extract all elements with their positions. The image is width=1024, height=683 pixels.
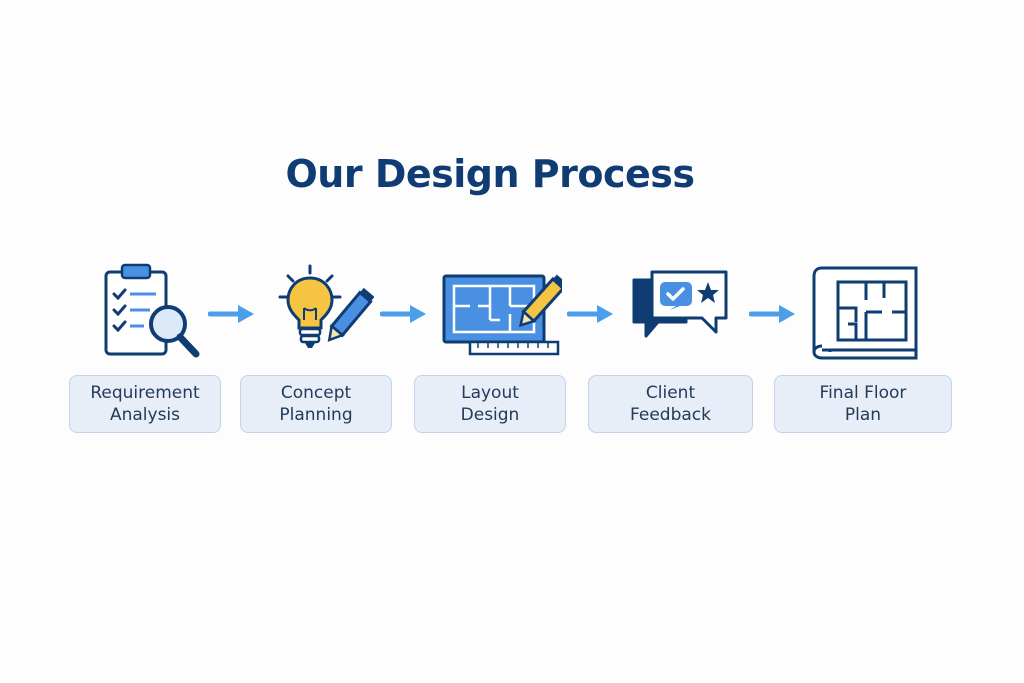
step-concept-planning: Concept Planning xyxy=(240,375,392,433)
step-final-floor-plan: Final Floor Plan xyxy=(774,375,952,433)
step-label-line2: Feedback xyxy=(630,405,711,425)
arrow-right-icon xyxy=(207,302,256,330)
step-label-line1: Concept xyxy=(280,383,352,403)
speech-bubbles-icon xyxy=(628,262,734,362)
step-label-line1: Requirement xyxy=(90,383,200,403)
step-label-line1: Layout xyxy=(461,383,519,403)
step-label-line1: Final Floor xyxy=(819,383,907,403)
step-label-line2: Plan xyxy=(844,405,882,425)
step-layout-design: Layout Design xyxy=(414,375,566,433)
step-client-feedback: Client Feedback xyxy=(588,375,753,433)
step-label-line2: Design xyxy=(460,405,520,425)
arrow-right-icon xyxy=(379,302,428,330)
step-requirement-analysis: Requirement Analysis xyxy=(69,375,221,433)
step-label-line1: Client xyxy=(645,383,696,403)
lightbulb-pencil-icon xyxy=(274,262,374,362)
clipboard-magnifier-icon xyxy=(100,262,210,362)
arrow-right-icon xyxy=(748,302,797,330)
blueprint-pencil-icon xyxy=(440,262,562,362)
step-label-line2: Analysis xyxy=(109,405,181,425)
floor-plan-scroll-icon xyxy=(808,262,922,362)
arrow-right-icon xyxy=(566,302,615,330)
page-title: Our Design Process xyxy=(285,152,696,196)
step-label-line2: Planning xyxy=(279,405,353,425)
